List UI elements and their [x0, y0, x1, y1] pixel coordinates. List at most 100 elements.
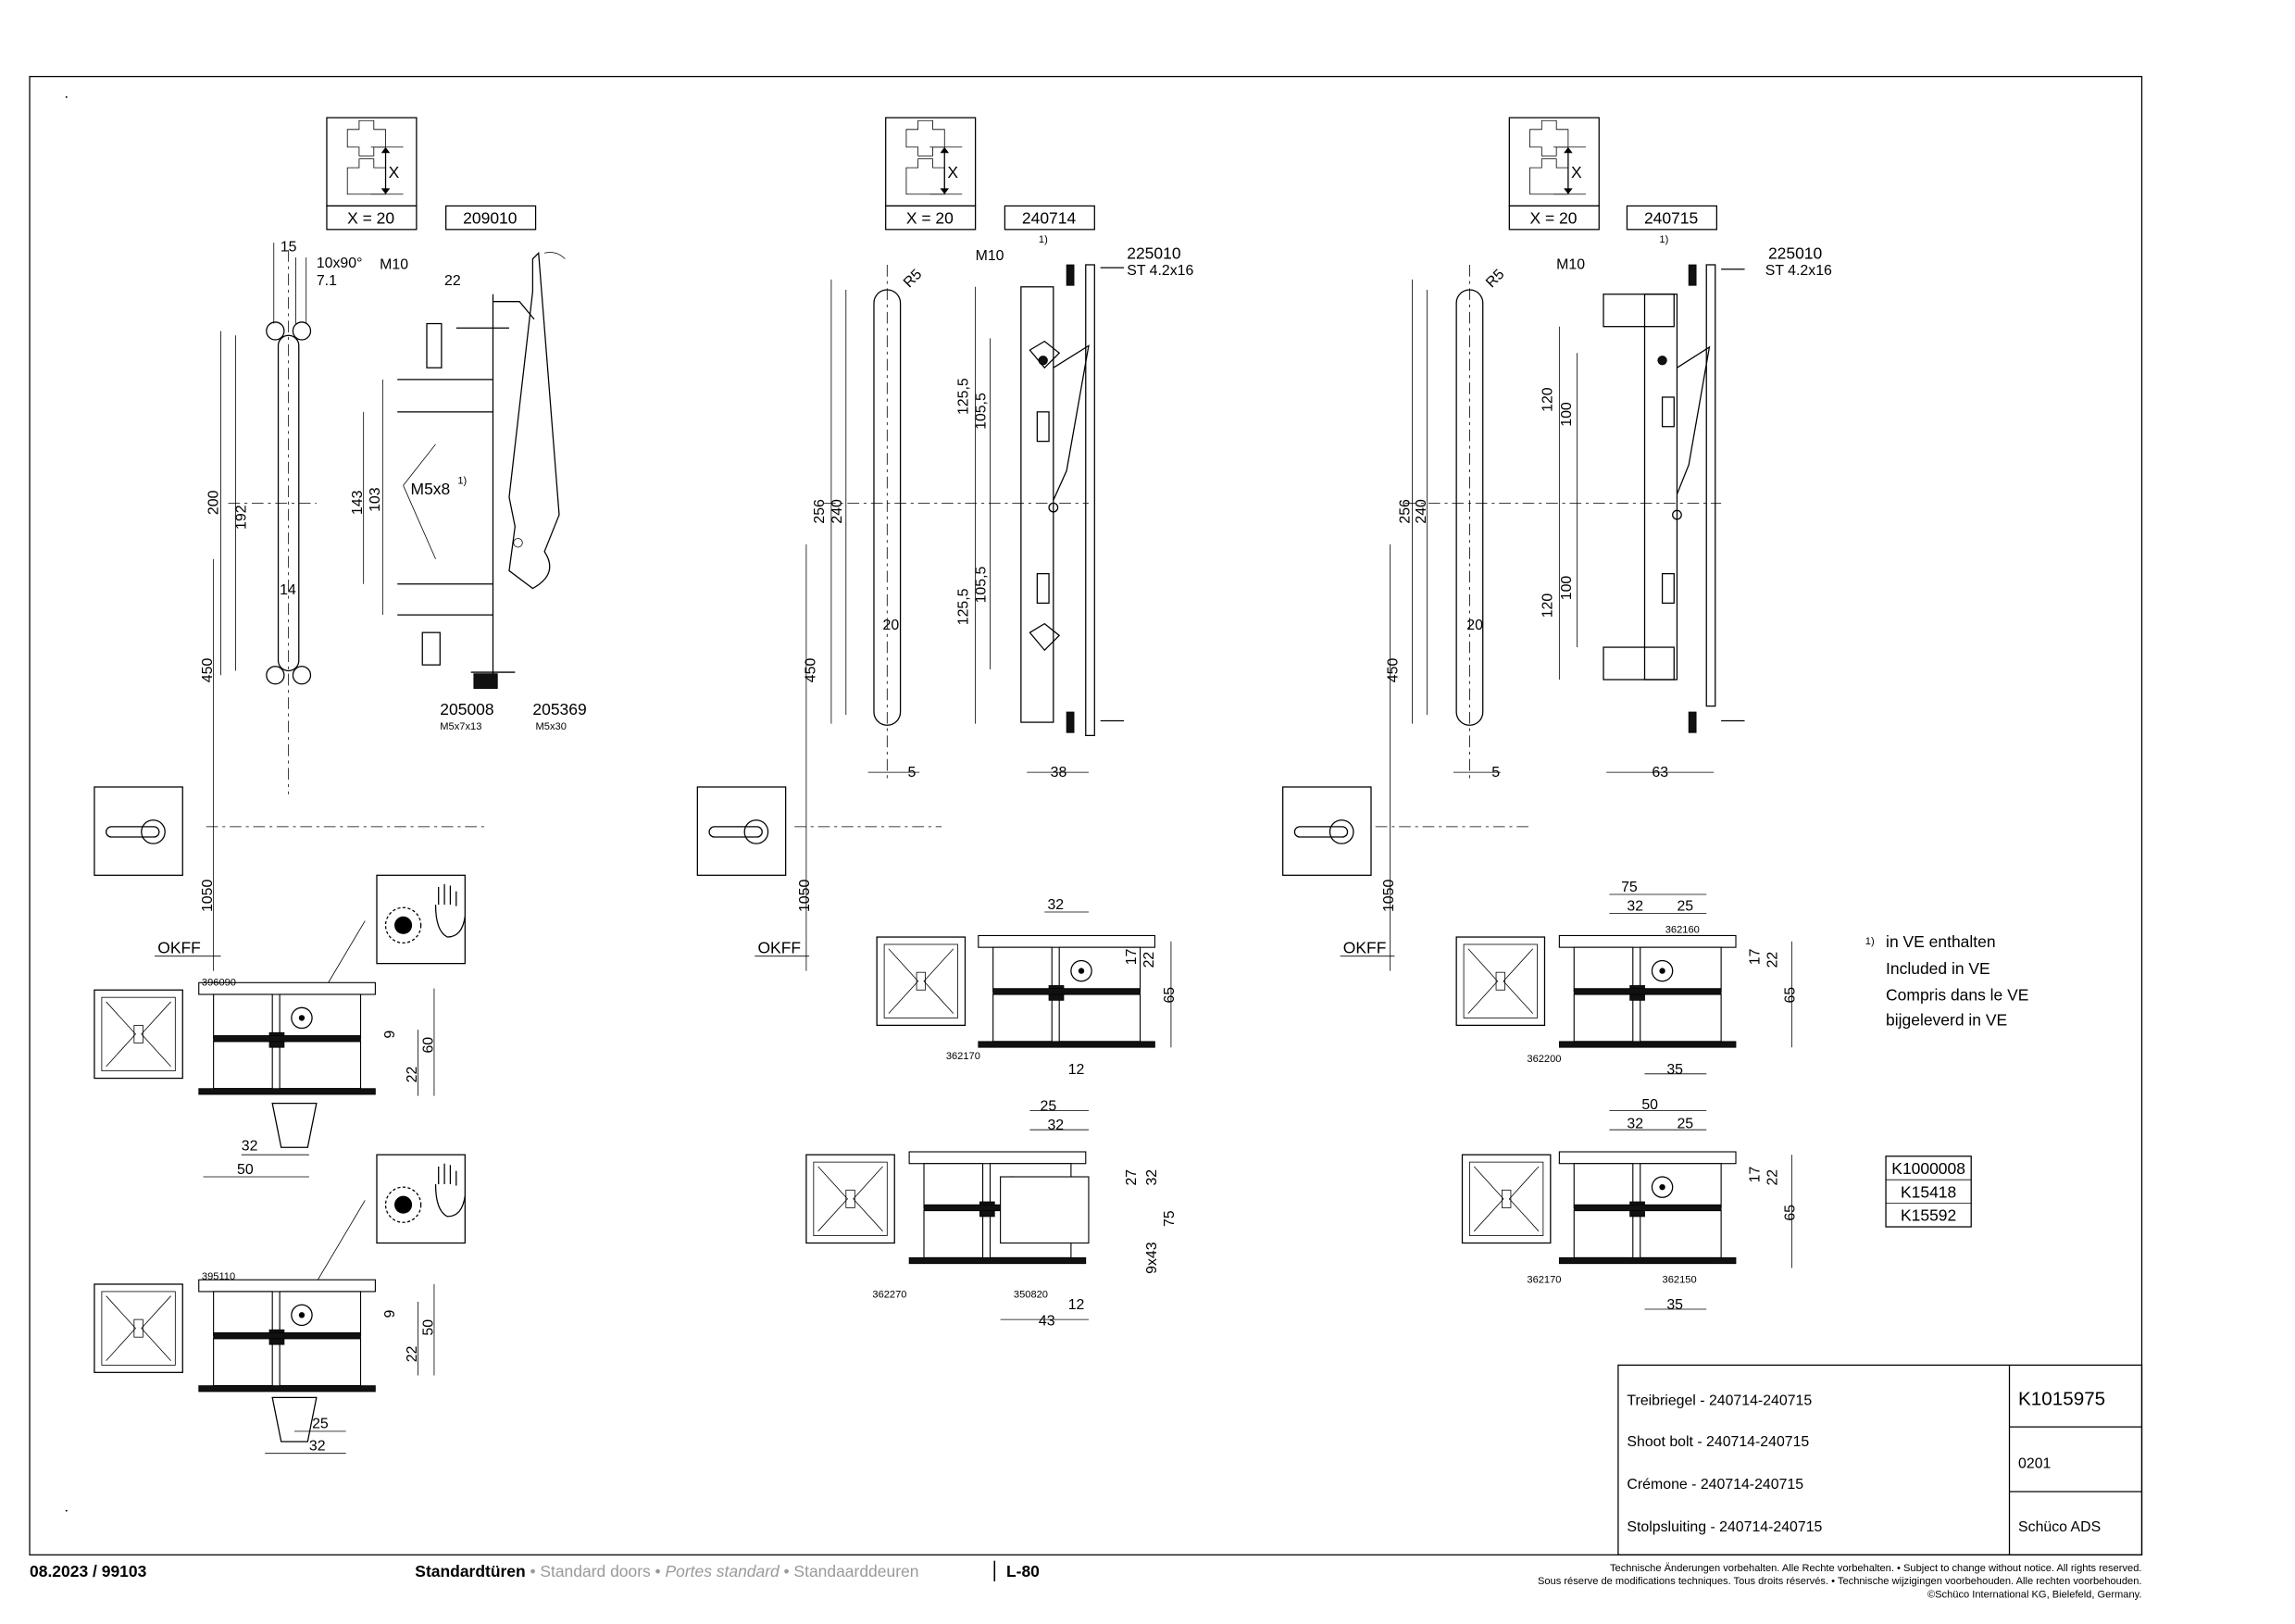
part-205008: 205008	[440, 700, 493, 718]
panel-240715: X X = 20 240715 R5 M10 1) 225010	[1282, 117, 1832, 1313]
dim-20: 20	[883, 618, 900, 633]
dim-m5x8: M5x8	[411, 480, 451, 498]
title-en: Standard doors	[540, 1562, 651, 1580]
screw-m5x30: M5x30	[536, 721, 567, 732]
title-line-nl: Stolpsluiting - 240714-240715	[1627, 1519, 1822, 1535]
section-profile	[197, 1279, 377, 1393]
dim-32: 32	[1047, 897, 1064, 913]
title-fr: Portes standard	[665, 1562, 780, 1580]
dim-120: 120	[1540, 593, 1555, 618]
dim-38: 38	[1051, 765, 1067, 781]
dim-450: 450	[803, 658, 818, 683]
dim-50: 50	[237, 1162, 254, 1178]
dim-20: 20	[1466, 618, 1483, 633]
dim-105-5: 105,5	[974, 393, 990, 430]
footnote: 1) in VE enthalten Included in VE Compri…	[1865, 932, 2029, 1029]
dim-32: 32	[1144, 1169, 1160, 1186]
dim-m10: M10	[380, 257, 408, 273]
dim-m10: M10	[976, 248, 1004, 264]
profile-396090: 396090	[202, 977, 236, 988]
title-de: Standardtüren	[415, 1562, 525, 1580]
dim-12: 12	[1068, 1297, 1085, 1313]
x-symbol: X	[389, 163, 400, 181]
door-symbol-icon	[1455, 936, 1546, 1027]
x-value-label: X = 20	[347, 208, 394, 227]
screw-m5x7x13: M5x7x13	[440, 721, 481, 732]
sheet-frame	[29, 75, 2143, 1555]
door-symbol-icon	[94, 989, 183, 1080]
dim-9x43: 9x43	[1144, 1242, 1160, 1274]
document-number: 0201	[2018, 1456, 2051, 1472]
door-symbol-icon	[94, 1283, 183, 1373]
x-dimension-icon	[326, 117, 418, 207]
door-symbol-icon	[876, 936, 967, 1027]
dim-32: 32	[309, 1439, 326, 1455]
reference-table: K1000008 K15418 K15592	[1885, 1156, 1972, 1228]
handle-plate-icon	[696, 786, 787, 876]
dim-25: 25	[312, 1417, 329, 1432]
dim-256: 256	[812, 499, 828, 524]
dim-25: 25	[1677, 1117, 1693, 1132]
dim-43: 43	[1039, 1313, 1055, 1329]
dim-100: 100	[1559, 402, 1575, 427]
dim-17: 17	[1747, 948, 1763, 965]
dim-450: 450	[1386, 658, 1402, 683]
part-number-label: 209010	[463, 208, 518, 227]
footnote-ref: 1)	[457, 476, 467, 487]
panel-209010: X X = 20 209010 15 10x90° 7.1 200 192 14…	[94, 117, 587, 1455]
separator: •	[784, 1562, 790, 1580]
dim-120: 120	[1540, 387, 1555, 412]
separator: •	[655, 1562, 661, 1580]
footnote-line: Included in VE	[1886, 959, 1990, 978]
dim-r5: R5	[901, 267, 925, 291]
shoot-bolt-drawing	[755, 264, 1125, 971]
x-symbol: X	[947, 163, 958, 181]
dim-17: 17	[1747, 1167, 1763, 1183]
dim-22: 22	[1765, 1169, 1780, 1186]
door-symbol-icon	[805, 1154, 895, 1244]
x-dimension-icon	[884, 117, 977, 207]
dim-143: 143	[350, 490, 366, 515]
title-line-fr: Crémone - 240714-240715	[1627, 1477, 1803, 1493]
dim-65: 65	[1783, 1205, 1799, 1221]
dim-m10: M10	[1556, 257, 1585, 273]
ref-code: K15592	[1901, 1206, 1956, 1225]
dim-50: 50	[420, 1319, 436, 1336]
title-nl: Standaarddeuren	[793, 1562, 918, 1580]
dim-65: 65	[1783, 987, 1799, 1004]
dim-240: 240	[829, 499, 845, 524]
footnote-ref: 1)	[1659, 234, 1668, 245]
dim-7-1: 7.1	[317, 273, 337, 289]
legal-notice: Technische Änderungen vorbehalten. Alle …	[1610, 1563, 2142, 1574]
dim-125-5: 125,5	[956, 588, 972, 625]
profile-362270: 362270	[872, 1289, 906, 1300]
dim-100: 100	[1559, 576, 1575, 601]
profile-362170: 362170	[946, 1051, 980, 1062]
profile-350820: 350820	[1014, 1289, 1048, 1300]
footer-title: Standardtüren•Standard doors•Portes stan…	[415, 1562, 918, 1580]
panel-240714: X X = 20 240714 R5 M10 1) 225010	[696, 117, 1194, 1329]
dim-22: 22	[1141, 952, 1157, 968]
title-line-en: Shoot bolt - 240714-240715	[1627, 1434, 1809, 1450]
dim-75: 75	[1621, 880, 1638, 895]
dim-1050: 1050	[200, 880, 216, 912]
document-code: K1015975	[2018, 1388, 2105, 1409]
dim-32: 32	[1047, 1118, 1064, 1133]
footnote-line: in VE enthalten	[1886, 932, 1996, 951]
page-number: L-80	[1006, 1562, 1040, 1580]
door-symbol-icon	[1461, 1154, 1552, 1244]
dim-17: 17	[1124, 948, 1140, 965]
dim-60: 60	[420, 1037, 436, 1054]
ref-code: K15418	[1901, 1182, 1956, 1201]
screw-st4-2x16: ST 4.2x16	[1765, 263, 1832, 279]
title-block: Treibriegel - 240714-240715 Shoot bolt -…	[1617, 1364, 2143, 1555]
dim-75: 75	[1162, 1210, 1178, 1227]
dim-35: 35	[1666, 1297, 1683, 1313]
separator: •	[530, 1562, 535, 1580]
dim-240: 240	[1414, 499, 1429, 524]
milling-cutter-icon	[376, 1154, 467, 1244]
dim-32: 32	[242, 1138, 258, 1154]
dim-5: 5	[908, 765, 917, 781]
footnote-ref: 1)	[1039, 234, 1048, 245]
dim-200: 200	[206, 490, 221, 515]
